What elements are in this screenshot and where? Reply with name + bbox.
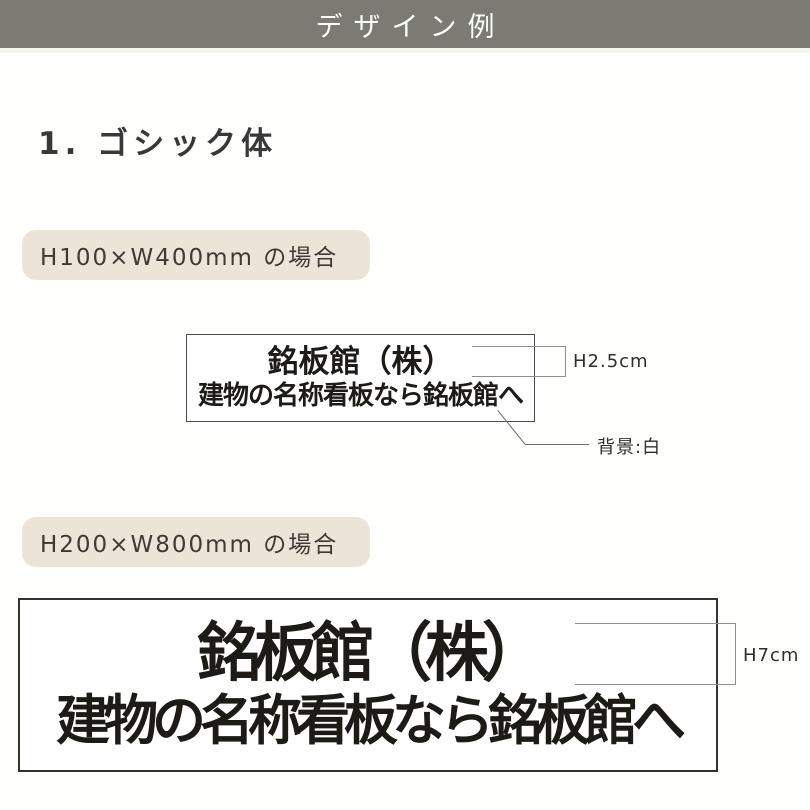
- background-color-label: 背景:白: [597, 437, 662, 458]
- header-underline: [0, 48, 810, 53]
- size-label-h200w800: H200×W800mm の場合: [22, 517, 370, 567]
- background-pointer-line-horizontal: [525, 444, 589, 445]
- page-title: デザイン例: [315, 11, 506, 43]
- height-dimension-label: H2.5cm: [573, 351, 649, 372]
- signboard-example-large: 銘板館（株） 建物の名称看板なら銘板館へ: [18, 598, 718, 772]
- header-bar: デザイン例: [0, 0, 810, 48]
- sign-company-name: 銘板館（株）: [267, 344, 454, 380]
- height-dimension-bracket: [575, 623, 736, 685]
- height-dimension-label: H7cm: [743, 645, 800, 666]
- height-dimension-bracket: [472, 346, 566, 377]
- size-label-h100w400: H100×W400mm の場合: [22, 230, 370, 280]
- sign-company-name: 銘板館（株）: [197, 617, 546, 691]
- sign-tagline: 建物の名称看板なら銘板館へ: [56, 689, 686, 752]
- section-heading-gothic: 1. ゴシック体: [38, 126, 278, 162]
- signboard-example-small: 銘板館（株） 建物の名称看板なら銘板館へ: [186, 334, 535, 422]
- sign-tagline: 建物の名称看板なら銘板館へ: [197, 381, 524, 411]
